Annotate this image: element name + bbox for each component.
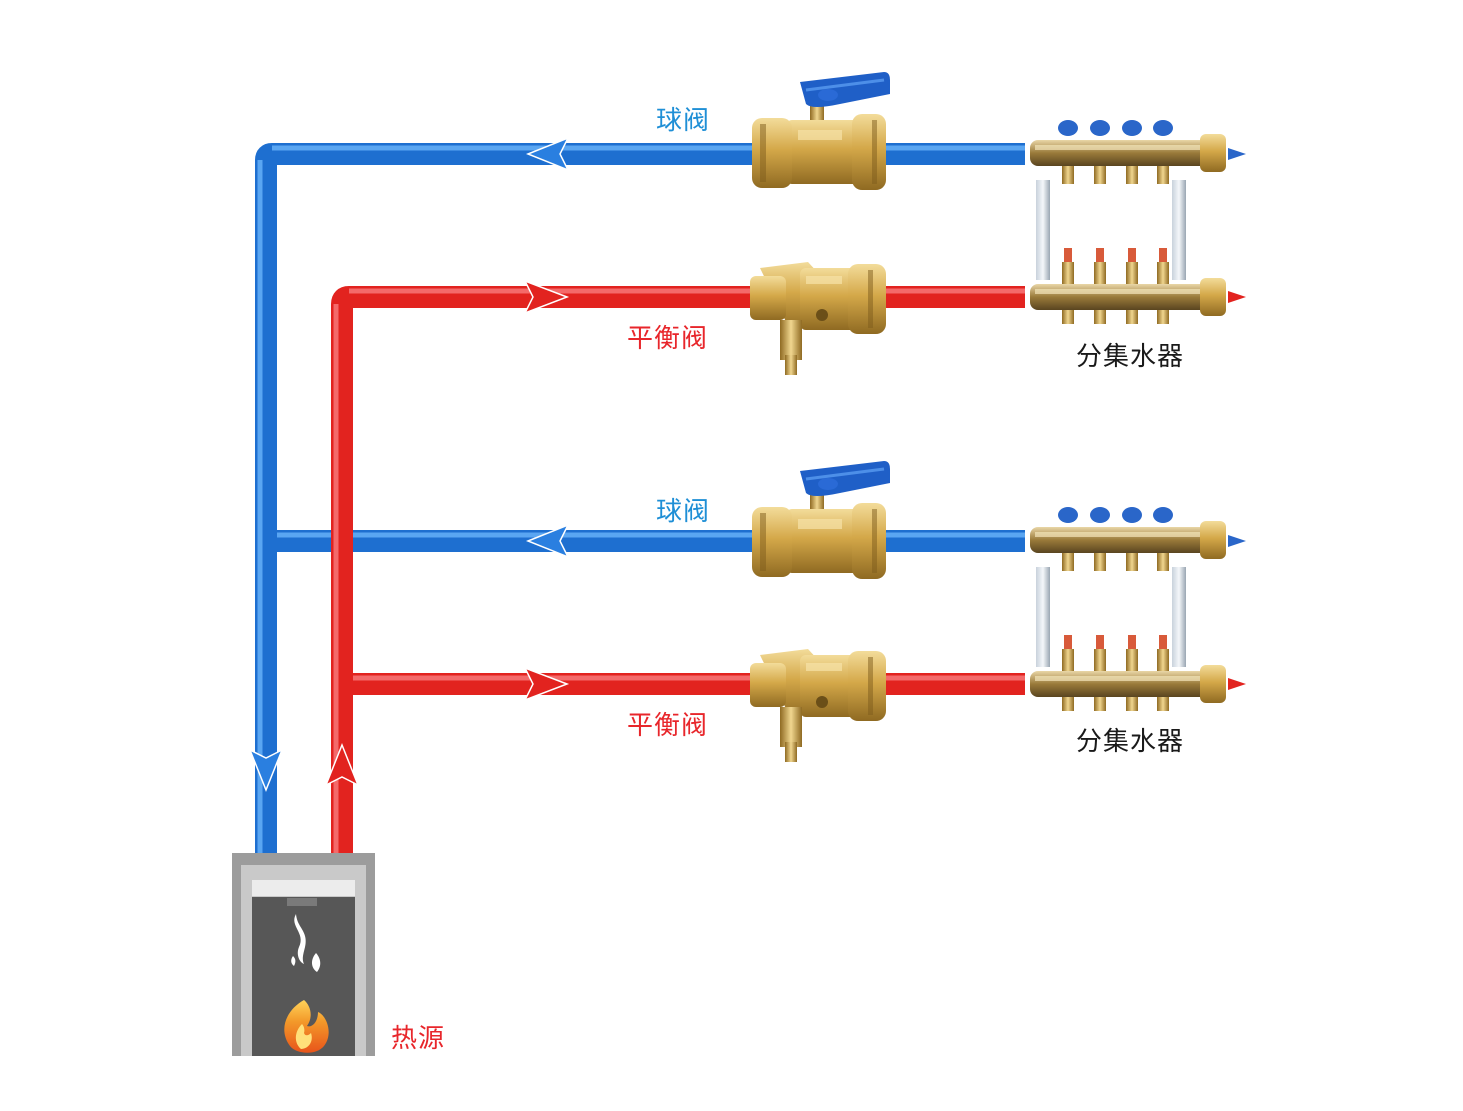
flow-arrow-icon	[248, 136, 570, 793]
supply-pipe	[331, 286, 1025, 853]
ball-valve-icon	[752, 72, 890, 190]
manifold-label-bottom: 分集水器	[1076, 727, 1185, 757]
ball-valve-icon	[752, 461, 890, 579]
manifold-icon	[1030, 120, 1246, 324]
balance-valve-icon	[750, 262, 886, 375]
boiler-icon	[232, 853, 375, 1056]
balance-valve-label-bottom: 平衡阀	[627, 711, 709, 741]
manifold-label-top: 分集水器	[1076, 342, 1185, 372]
manifold-icon	[1030, 507, 1246, 711]
balance-valve-icon	[750, 649, 886, 762]
ball-valve-label-top: 球阀	[656, 106, 711, 136]
return-pipe	[255, 143, 1025, 853]
balance-valve-label-top: 平衡阀	[627, 324, 709, 354]
flame-icon	[284, 1000, 329, 1053]
heat-source-label: 热源	[391, 1024, 446, 1054]
ball-valve-label-bottom: 球阀	[656, 497, 711, 527]
